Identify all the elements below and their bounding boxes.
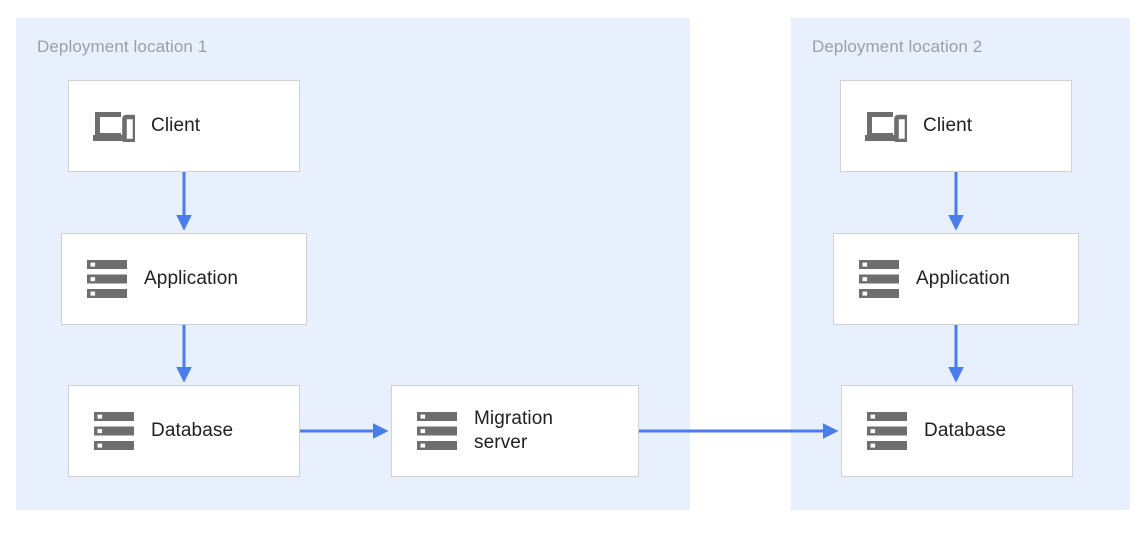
node-migration-server[interactable]: Migration server	[391, 385, 639, 477]
node-client-1-label: Client	[151, 115, 201, 136]
node-database-1[interactable]: Database	[68, 385, 300, 477]
node-database-1-label: Database	[151, 420, 234, 441]
server-icon	[84, 256, 130, 302]
node-client-2[interactable]: Client	[840, 80, 1072, 172]
node-application-1[interactable]: Application	[61, 233, 307, 325]
server-icon	[864, 408, 910, 454]
server-icon	[414, 408, 460, 454]
node-client-2-label: Client	[923, 115, 973, 136]
node-migration-server-label: Migration server	[474, 408, 554, 453]
deployment-zone-1-title: Deployment location 1	[37, 37, 208, 56]
devices-icon	[863, 103, 909, 149]
server-icon	[91, 408, 137, 454]
node-application-2[interactable]: Application	[833, 233, 1079, 325]
node-client-1[interactable]: Client	[68, 80, 300, 172]
deployment-zone-2-title: Deployment location 2	[812, 37, 983, 56]
node-application-1-label: Application	[144, 268, 239, 289]
node-application-2-label: Application	[916, 268, 1011, 289]
node-database-2[interactable]: Database	[841, 385, 1073, 477]
node-database-2-label: Database	[924, 420, 1007, 441]
server-icon	[856, 256, 902, 302]
devices-icon	[91, 103, 137, 149]
